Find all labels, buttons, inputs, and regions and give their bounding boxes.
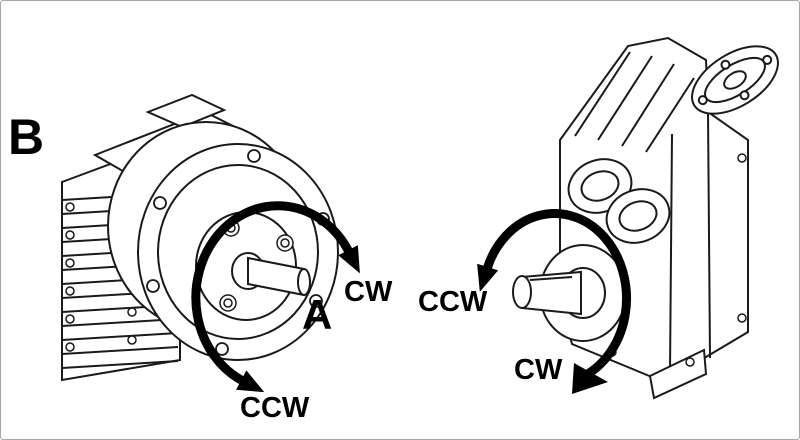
cw-label-right: CW [514, 354, 563, 386]
shaft-end [512, 275, 532, 309]
rotation-arrow-right-cw-head [572, 363, 608, 394]
housing-ribs [574, 51, 695, 153]
bearing-bosses [567, 158, 671, 244]
unit-b-label: B [8, 109, 45, 165]
shaft-keyline [529, 276, 573, 281]
ccw-label-right: CCW [418, 286, 488, 318]
rotation-arrows [191, 201, 631, 394]
rotation-arrow-right [477, 209, 631, 383]
input-flange [691, 45, 779, 115]
rotation-arrow-left [191, 201, 360, 393]
right-gearbox-illustration [512, 36, 779, 400]
ccw-label-left: CCW [240, 392, 310, 424]
cw-label-left: CW [344, 276, 393, 308]
terminal-box-cap [145, 93, 227, 129]
housing-facets [669, 111, 711, 373]
shaft-a-label: A [302, 291, 333, 338]
